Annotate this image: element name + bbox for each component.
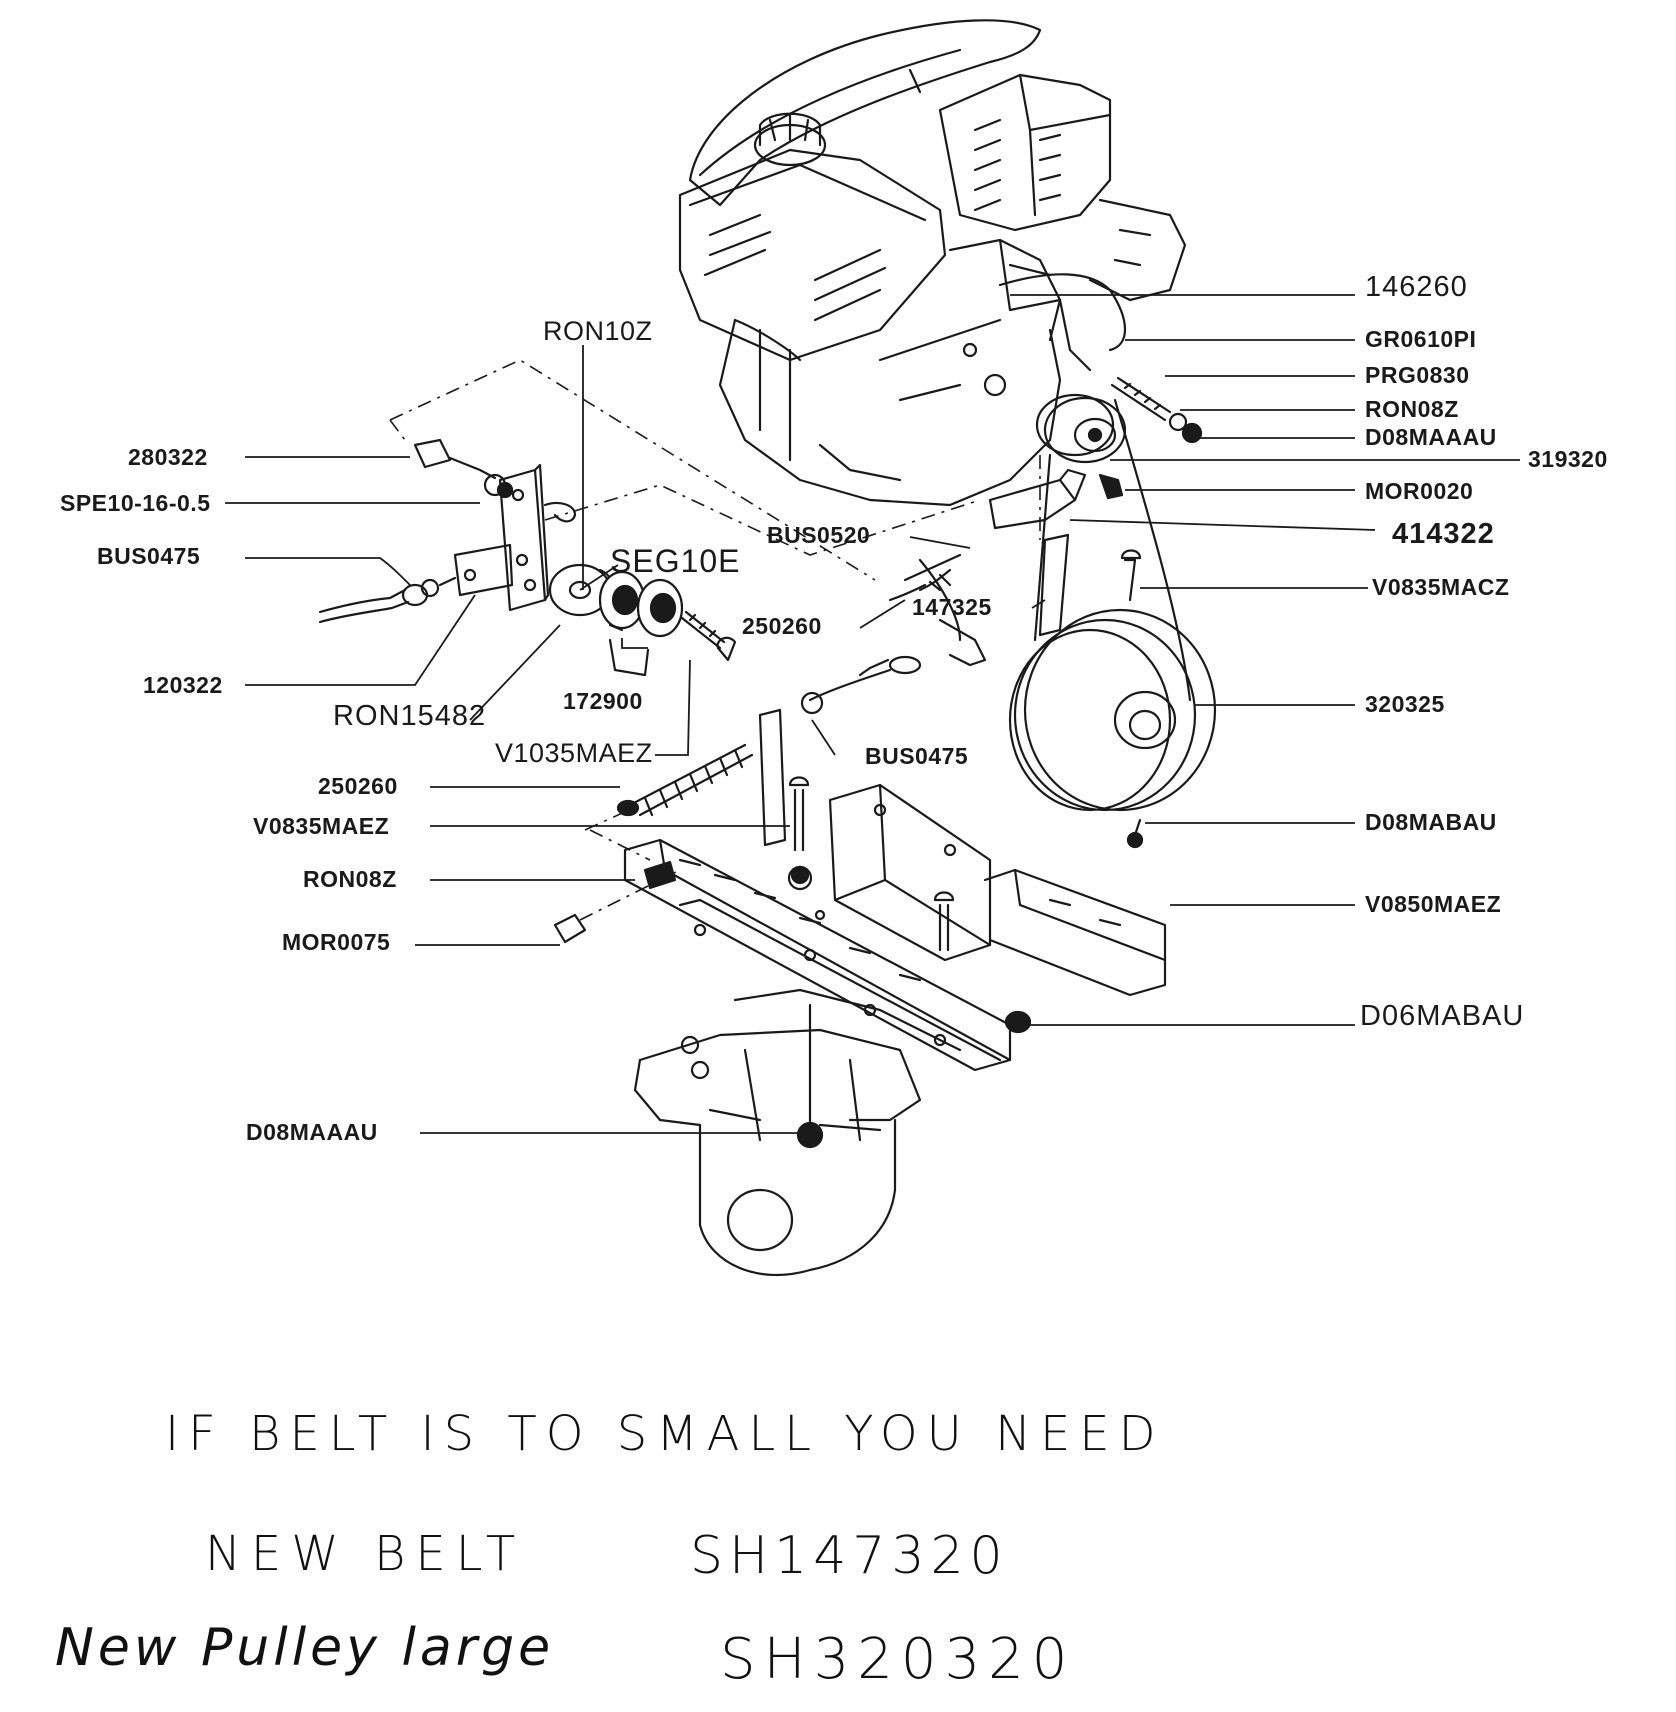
label-250260-low: 250260 <box>318 773 398 799</box>
label-bus0475-mid: BUS0475 <box>865 743 969 769</box>
label-mor0020: MOR0020 <box>1365 478 1474 504</box>
label-v0850maez: V0850MAEZ <box>1365 891 1502 917</box>
label-172900: 172900 <box>563 688 643 714</box>
label-ron15482: RON15482 <box>333 700 487 732</box>
label-414322: 414322 <box>1392 518 1495 550</box>
label-d08mabau: D08MABAU <box>1365 809 1497 835</box>
clutch-bracket-illustration <box>318 438 737 677</box>
large-pulley-illustration <box>1008 608 1217 849</box>
label-147325: 147325 <box>912 594 992 620</box>
label-bus0475-left: BUS0475 <box>97 543 201 569</box>
handwritten-note-new-pulley-code: SH320320 <box>720 1627 1076 1692</box>
cable-spring-illustration <box>616 553 987 885</box>
engine-illustration <box>678 19 1187 507</box>
label-ron10z: RON10Z <box>543 316 653 346</box>
tensioner-arm-illustration <box>988 468 1142 637</box>
label-v1035maez: V1035MAEZ <box>495 738 653 768</box>
label-mor0075: MOR0075 <box>282 929 391 955</box>
label-v0835maez: V0835MAEZ <box>253 813 390 839</box>
label-319320: 319320 <box>1528 446 1608 472</box>
engine-pulley-illustration <box>1035 376 1203 464</box>
handwritten-note-line-1: IF BELT IS TO SMALL YOU NEED <box>165 1406 1165 1462</box>
label-320325: 320325 <box>1365 691 1445 717</box>
label-d08maaau-low: D08MAAAU <box>246 1119 378 1145</box>
label-spe10-16-0-5: SPE10-16-0.5 <box>60 490 211 516</box>
mounting-bracket-illustration <box>553 783 1167 1072</box>
handwritten-note-new-belt-label: NEW BELT <box>205 1526 526 1582</box>
label-250260-mid: 250260 <box>742 613 822 639</box>
label-280322: 280322 <box>128 444 208 470</box>
label-bus0520: BUS0520 <box>767 522 871 548</box>
lower-housing-illustration <box>633 988 962 1277</box>
label-146260: 146260 <box>1365 271 1468 303</box>
label-d08maaau-top: D08MAAAU <box>1365 424 1497 450</box>
label-seg10e: SEG10E <box>610 543 741 579</box>
handwritten-note-new-pulley-label: New Pulley large <box>55 1618 555 1678</box>
drive-belt-illustration <box>1033 398 1192 702</box>
label-d06mabau: D06MABAU <box>1360 1000 1525 1032</box>
label-v0835macz: V0835MACZ <box>1372 574 1510 600</box>
label-ron08z-low: RON08Z <box>303 866 397 892</box>
label-prg0830: PRG0830 <box>1365 362 1470 388</box>
label-gr0610pi: GR0610PI <box>1365 326 1477 352</box>
handwritten-note-new-belt-code: SH147320 <box>690 1526 1009 1586</box>
label-ron08z-top: RON08Z <box>1365 396 1459 422</box>
label-120322: 120322 <box>143 672 223 698</box>
